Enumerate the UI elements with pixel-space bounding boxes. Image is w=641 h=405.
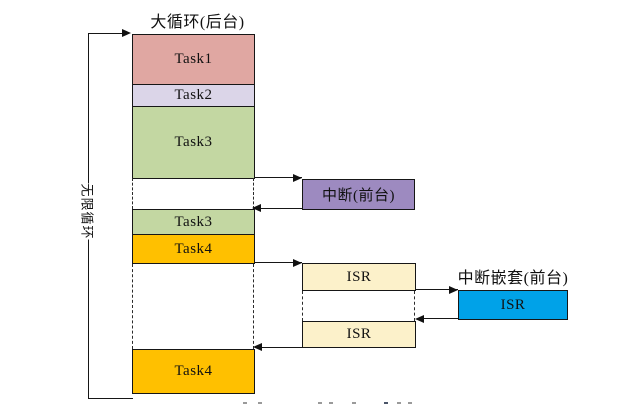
isr1-label: ISR	[346, 268, 372, 285]
gap2-right-dashed-line	[253, 264, 254, 349]
task4-label: Task4	[174, 240, 213, 257]
task4-resume-block: Task4	[132, 349, 255, 394]
from-nested-isr-arrowhead-icon	[415, 315, 424, 323]
interrupt-label: 中断(前台)	[322, 188, 395, 204]
gap1-right-dashed-line	[253, 178, 254, 209]
from-interrupt-arrowhead-icon	[252, 204, 261, 212]
to-isr1-arrowhead-icon	[293, 259, 302, 267]
task3-resume-label: Task3	[174, 213, 213, 230]
isr1-box: ISR	[302, 263, 416, 291]
loop-top-line	[88, 33, 124, 34]
isr-gap-left-dashed-line	[302, 291, 303, 321]
gap1-left-dashed-line	[132, 178, 133, 209]
from-isr2-arrowhead-icon	[253, 343, 262, 351]
nested-isr-label: ISR	[500, 296, 526, 313]
nested-isr-box: ISR	[458, 290, 568, 320]
from-isr2-line	[258, 347, 302, 348]
from-interrupt-line	[256, 208, 302, 209]
isr2-box: ISR	[302, 321, 416, 348]
to-nested-isr-line	[415, 289, 458, 290]
task3-label: Task3	[174, 134, 213, 150]
isr-gap-right-dashed-line	[414, 291, 415, 321]
interrupt-box: 中断(前台)	[302, 179, 415, 210]
task2-label: Task2	[174, 87, 213, 103]
to-interrupt-arrowhead-icon	[293, 174, 302, 182]
task3-block: Task3	[132, 106, 255, 179]
task2-block: Task2	[132, 84, 255, 107]
to-nested-isr-arrowhead-icon	[449, 286, 458, 294]
nested-interrupt-title: 中断嵌套(前台)	[457, 270, 569, 287]
task4-block: Task4	[132, 234, 255, 264]
main-loop-title: 大循环(后台)	[150, 14, 245, 31]
isr2-label: ISR	[346, 326, 372, 342]
to-isr1-line	[254, 262, 302, 263]
from-nested-isr-line	[419, 318, 458, 319]
task4-resume-label: Task4	[174, 363, 213, 379]
task3-resume-block: Task3	[132, 209, 255, 235]
to-interrupt-line	[254, 177, 302, 178]
task1-block: Task1	[132, 34, 255, 85]
loop-arrowhead-icon	[122, 29, 131, 37]
loop-bottom-line	[88, 398, 133, 399]
gap2-left-dashed-line	[132, 264, 133, 349]
infinite-loop-label: 无限循环	[76, 183, 100, 240]
task1-label: Task1	[174, 51, 213, 67]
